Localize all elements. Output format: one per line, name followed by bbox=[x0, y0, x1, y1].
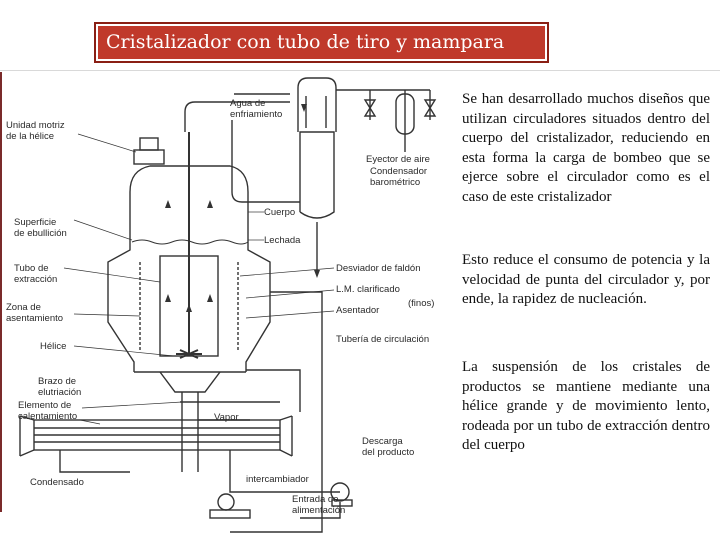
body-right bbox=[129, 165, 271, 372]
paragraph-2: Esto reduce el consumo de potencia y la … bbox=[462, 252, 710, 307]
label-agua-1: Agua de bbox=[230, 98, 265, 109]
label-unidad-2: de la hélice bbox=[6, 131, 54, 142]
label-cuerpo: Cuerpo bbox=[264, 207, 295, 218]
label-intercambiador: intercambiador bbox=[246, 474, 309, 485]
label-desviador: Desviador de faldón bbox=[336, 263, 421, 274]
circulation-pipe bbox=[230, 291, 323, 533]
slide-title: Cristalizador con tubo de tiro y mampara bbox=[94, 22, 549, 63]
label-zona-2: asentamiento bbox=[6, 313, 63, 324]
label-elemento-2: calentamiento bbox=[18, 411, 77, 422]
air-ejector bbox=[395, 93, 415, 135]
label-condensador-2: barométrico bbox=[370, 177, 420, 188]
label-entrada-1: Entrada de bbox=[292, 494, 338, 505]
impeller bbox=[176, 349, 202, 359]
label-asentador: Asentador bbox=[336, 305, 379, 316]
label-vapor: Vapor bbox=[214, 412, 239, 423]
label-tuberia: Tubería de circulación bbox=[336, 334, 429, 345]
label-eyector: Eyector de aire bbox=[366, 154, 430, 165]
label-entrada-2: alimentación bbox=[292, 505, 345, 516]
label-lm: L.M. clarificado bbox=[336, 284, 400, 295]
label-condensador-1: Condensador bbox=[370, 166, 427, 177]
label-lechada: Lechada bbox=[264, 235, 301, 246]
label-zona-1: Zona de bbox=[6, 302, 41, 313]
label-brazo-2: elutriación bbox=[38, 387, 81, 398]
label-finos: (finos) bbox=[408, 298, 434, 309]
label-tubo-2: extracción bbox=[14, 274, 57, 285]
body-left bbox=[107, 192, 135, 372]
label-agua-2: enfriamiento bbox=[230, 109, 282, 120]
label-unidad-1: Unidad motriz bbox=[6, 120, 65, 131]
motor-unit bbox=[133, 149, 165, 165]
label-condensado: Condensado bbox=[30, 477, 84, 488]
diagram-labels: Agua de enfriamiento Unidad motriz de la… bbox=[6, 98, 434, 516]
condenser-top bbox=[297, 77, 337, 132]
pump bbox=[330, 482, 350, 502]
label-descarga-1: Descarga bbox=[362, 436, 403, 447]
label-superficie-1: Superficie bbox=[14, 217, 56, 228]
left-edge-bar bbox=[0, 72, 2, 512]
feed-pump bbox=[217, 493, 235, 511]
label-superficie-2: de ebullición bbox=[14, 228, 67, 239]
barometric-condenser bbox=[299, 131, 335, 219]
label-elemento-1: Elemento de bbox=[18, 400, 71, 411]
label-descarga-2: del producto bbox=[362, 447, 414, 458]
paragraph-3: La suspensión de los cristales de produc… bbox=[462, 359, 710, 453]
header-divider bbox=[0, 70, 720, 71]
crystallizer-diagram: Agua de enfriamiento Unidad motriz de la… bbox=[6, 77, 437, 533]
paragraph-1: Se han desarrollado muchos diseños que u… bbox=[462, 91, 710, 205]
label-tubo-1: Tubo de bbox=[14, 263, 49, 274]
label-brazo-1: Brazo de bbox=[38, 376, 76, 387]
label-helice: Hélice bbox=[40, 341, 66, 352]
